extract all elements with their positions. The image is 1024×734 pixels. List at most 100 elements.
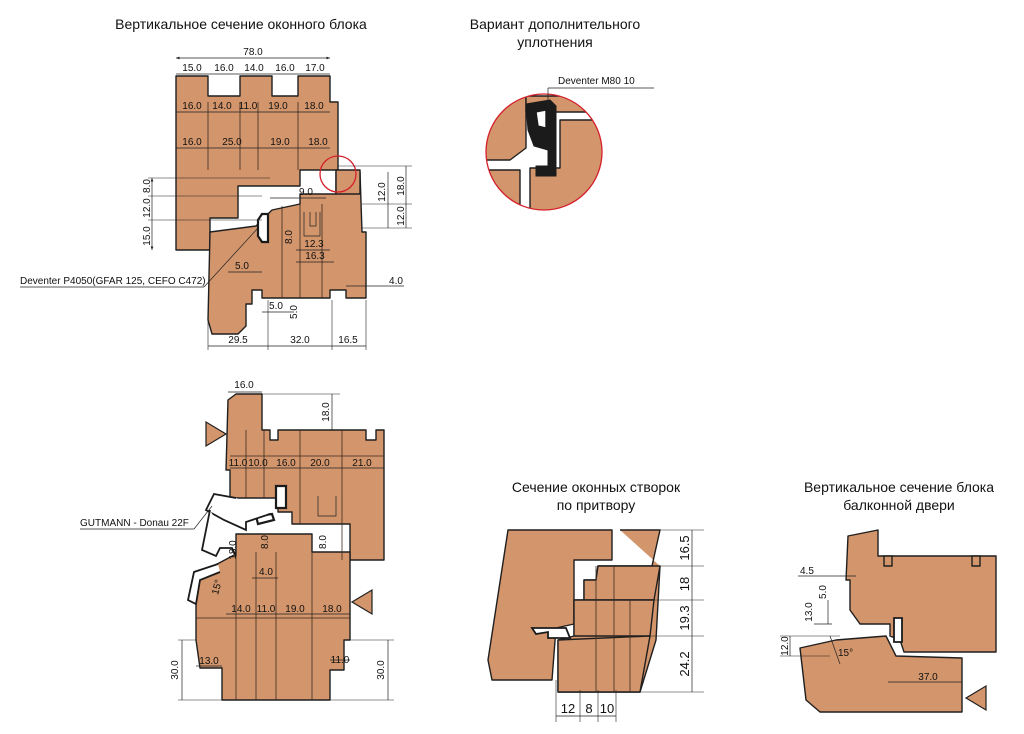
- dim-lower-inner: 4.0: [259, 567, 273, 578]
- dim-lower-left-height: 30.0: [170, 660, 181, 680]
- label-deventer-m80: Deventer M80 10: [558, 76, 635, 87]
- gutmann-drip-profile: [204, 492, 271, 532]
- dim-sash-bottom-0: 12: [561, 701, 575, 716]
- dim-sash-vert-0: 16.5: [677, 535, 692, 560]
- title-sash-section-line2: по притвору: [557, 497, 636, 513]
- label-deventer-p4050: Deventer P4050(GFAR 125, CEFO C472): [20, 276, 206, 287]
- dim-right-vert-2: 12.0: [396, 206, 407, 226]
- detail-magnifier-circle: [485, 93, 603, 211]
- dim-lower-row2-2: 19.0: [285, 604, 305, 615]
- dim-row3-2: 19.0: [270, 137, 290, 148]
- sash-meeting-section: 16.5 18 19.3 24.2 12 8 10: [487, 529, 704, 722]
- extra-seal-detail: Deventer M80 10: [485, 76, 654, 211]
- dim-inner-6: 5.0: [289, 305, 300, 319]
- dim-lower-row1-0: 11.0: [229, 458, 248, 469]
- dim-sash-vert-1: 18: [677, 577, 692, 591]
- dim-row1-1: 16.0: [214, 63, 234, 74]
- lower-frame-upper-profile: [225, 393, 385, 561]
- dim-lower-bottom-left: 13.0: [199, 656, 219, 667]
- sash-left-profile: [487, 529, 613, 681]
- lower-frame-bottom-profile: [195, 533, 351, 701]
- dim-inner-3: 16.3: [305, 251, 325, 262]
- dim-row1-3: 16.0: [275, 63, 295, 74]
- lower-sash-seal: [274, 484, 288, 510]
- dim-lower-row2-0: 14.0: [231, 604, 251, 615]
- dim-balcony-3: 12.0: [780, 636, 791, 656]
- dim-row3-1: 25.0: [222, 137, 242, 148]
- dim-balcony-angle: 15°: [838, 648, 853, 659]
- balcony-interior-marker: [964, 684, 987, 712]
- dim-lower-top-width: 16.0: [234, 380, 254, 391]
- dim-balcony-0: 4.5: [800, 566, 814, 577]
- title-balcony-line2: балконной двери: [843, 497, 955, 513]
- dim-lower-row1-1: 10.0: [248, 458, 268, 469]
- dim-lower-row2: 14.0 11.0 19.0 18.0: [231, 604, 342, 615]
- dim-right-vert-1: 18.0: [396, 176, 407, 196]
- dim-right-vert-0: 12.0: [377, 182, 388, 202]
- dim-inner-0: 9.0: [299, 187, 313, 198]
- dim-row3: 16.0 25.0 19.0 18.0: [182, 137, 328, 148]
- dim-lower-row1-2: 16.0: [276, 458, 296, 469]
- dim-lower-row1-3: 20.0: [310, 458, 330, 469]
- dim-left-vert-0: 8.0: [142, 179, 153, 193]
- dim-inner-4: 5.0: [235, 261, 249, 272]
- balcony-sill-profile: [799, 635, 963, 713]
- deventer-p4050-seal: [256, 212, 270, 244]
- title-vertical-section: Вертикальное сечение оконного блока: [115, 16, 367, 32]
- label-gutmann: GUTMANN - Donau 22F: [80, 518, 189, 529]
- top-window-section: 78.0 15.0 16.0 14.0 16.0 17.0 16.0 14.0 …: [20, 47, 412, 350]
- dim-lower-row2-3: 18.0: [322, 604, 342, 615]
- top-sash-profile: [207, 171, 367, 335]
- deventer-m80-seal: [525, 99, 557, 177]
- detail-circle-marker: [319, 155, 357, 193]
- dim-balcony-2: 13.0: [804, 602, 815, 622]
- balcony-frame-profile: [845, 529, 997, 653]
- dim-sash-bottom-2: 10: [600, 701, 614, 716]
- interior-side-marker: [205, 420, 228, 448]
- dim-left-vert-2: 15.0: [142, 226, 153, 246]
- dim-sash-vert-2: 19.3: [677, 605, 692, 630]
- dim-row2: 16.0 14.0 11.0 19.0 18.0: [182, 101, 324, 112]
- dim-row2-3: 19.0: [268, 101, 288, 112]
- dim-row2-0: 16.0: [182, 101, 202, 112]
- dim-left-vert-1: 12.0: [142, 198, 153, 218]
- dim-lower-row1: 11.0 10.0 16.0 20.0 21.0: [229, 458, 373, 469]
- dim-inner-5: 5.0: [269, 301, 283, 312]
- dim-row1-2: 14.0: [244, 63, 264, 74]
- dim-lower-sash-vert-1: 8.0: [260, 535, 271, 549]
- dim-row1-0: 15.0: [182, 63, 202, 74]
- lower-window-section: 16.0 18.0 11.0 10.0 16.0 20.0 21.0 18.0 …: [80, 380, 394, 701]
- dim-lower-top-height: 18.0: [321, 402, 332, 422]
- dim-overall-width: 78.0: [243, 47, 263, 58]
- dim-lower-bottom-right: 11.0: [331, 655, 350, 666]
- dim-row2-2: 11.0: [239, 101, 258, 112]
- sash-meeting-seal: [530, 627, 572, 639]
- dim-inner-2: 12.3: [304, 239, 324, 250]
- interior-side-marker-2: [350, 588, 373, 616]
- dim-balcony-4: 37.0: [918, 672, 938, 683]
- dim-sash-vert-3: 24.2: [677, 651, 692, 676]
- dim-row3-3: 18.0: [308, 137, 328, 148]
- dim-sash-bottom-1: 8: [585, 701, 592, 716]
- balcony-seal: [893, 617, 903, 643]
- balcony-door-section: 4.5 5.0 13.0 12.0 15° 37.0: [780, 529, 997, 713]
- title-extra-seal-line1: Вариант дополнительного: [470, 16, 641, 32]
- dim-lower-right-height: 30.0: [376, 660, 387, 680]
- title-sash-section-line1: Сечение оконных створок: [512, 479, 681, 495]
- title-balcony-line1: Вертикальное сечение блока: [804, 479, 994, 495]
- dim-balcony-1: 5.0: [818, 585, 829, 599]
- dim-lower-sash-vert-2: 8.0: [318, 535, 329, 549]
- dim-bottom-2: 16.5: [338, 335, 358, 346]
- dim-inner-1: 8.0: [284, 230, 295, 244]
- dim-row2-4: 18.0: [304, 101, 324, 112]
- dim-row3-0: 16.0: [182, 137, 202, 148]
- dim-lower-angle: 15°: [210, 579, 225, 596]
- top-frame-profile: [175, 75, 339, 251]
- dim-row2-1: 14.0: [212, 101, 232, 112]
- dim-lower-row1-4: 21.0: [352, 458, 372, 469]
- dim-lower-row2-1: 11.0: [257, 604, 276, 615]
- dim-small-right: 4.0: [389, 276, 403, 287]
- dim-row1: 15.0 16.0 14.0 16.0 17.0: [182, 63, 325, 74]
- title-extra-seal-line2: уплотнения: [517, 34, 592, 50]
